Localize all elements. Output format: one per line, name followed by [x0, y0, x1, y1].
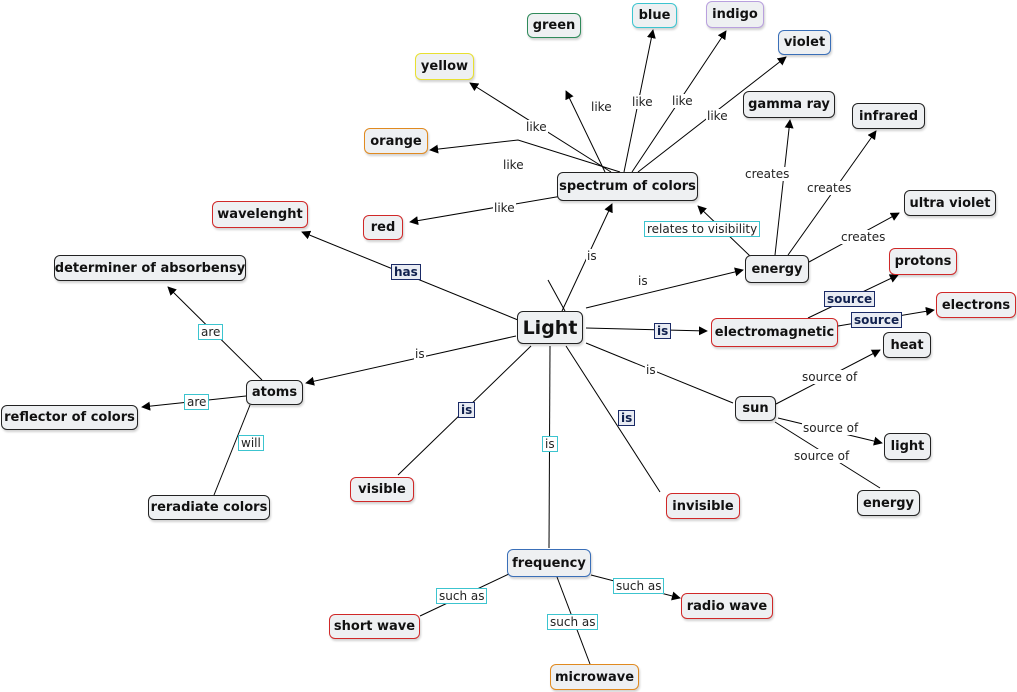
link-label-creates: creates [840, 230, 887, 244]
node-red[interactable]: red [363, 215, 403, 240]
node-electromagnetic[interactable]: electromagnetic [711, 318, 838, 347]
link-label-is: is [654, 323, 672, 339]
node-atoms[interactable]: atoms [246, 380, 303, 405]
node-energy2[interactable]: energy [857, 490, 920, 516]
link-label-is: is [586, 249, 598, 263]
node-visible[interactable]: visible [350, 477, 414, 502]
edge-2 [429, 139, 621, 173]
link-label-like: like [631, 95, 654, 109]
link-label-is: is [618, 410, 636, 426]
link-label-has: has [391, 264, 421, 280]
node-wavelenght[interactable]: wavelenght [212, 201, 308, 228]
link-label-such-as: such as [613, 578, 665, 594]
link-label-like: like [706, 109, 729, 123]
node-light2[interactable]: light [884, 433, 931, 460]
node-spectrum[interactable]: spectrum of colors [557, 172, 698, 201]
link-label-such-as: such as [436, 588, 488, 604]
link-label-are: are [184, 394, 210, 410]
node-shortwave[interactable]: short wave [329, 614, 420, 639]
node-green[interactable]: green [527, 13, 581, 38]
node-frequency[interactable]: frequency [507, 549, 591, 577]
link-label-are: are [198, 324, 224, 340]
node-electrons[interactable]: electrons [936, 292, 1016, 318]
node-yellow[interactable]: yellow [415, 53, 474, 80]
node-sun[interactable]: sun [735, 396, 776, 421]
node-gammaray[interactable]: gamma ray [743, 91, 835, 118]
node-reflector[interactable]: reflector of colors [1, 405, 138, 430]
node-energy[interactable]: energy [745, 255, 809, 283]
node-protons[interactable]: protons [889, 248, 957, 275]
edge-11 [585, 326, 708, 336]
link-label-like: like [525, 120, 548, 134]
edge-16 [565, 345, 661, 493]
node-determiner[interactable]: determiner of absorbensy [54, 255, 246, 281]
link-label-is: is [637, 274, 649, 288]
link-label-like: like [671, 94, 694, 108]
edge-0 [565, 90, 606, 173]
edge-21 [774, 119, 794, 256]
link-label-like: like [493, 201, 516, 215]
node-orange[interactable]: orange [364, 128, 428, 154]
edge-19 [213, 404, 251, 496]
node-violet[interactable]: violet [778, 30, 831, 55]
link-label-creates: creates [806, 181, 853, 195]
link-label-is: is [458, 402, 476, 418]
link-label-is: is [414, 347, 426, 361]
node-indigo[interactable]: indigo [706, 1, 764, 28]
link-label-source-of: source of [802, 421, 860, 435]
link-label-like: like [502, 158, 525, 172]
edge-9 [547, 279, 566, 312]
node-microwave[interactable]: microwave [550, 664, 639, 690]
link-label-source-of: source of [793, 449, 851, 463]
node-reradiate[interactable]: reradiate colors [148, 495, 270, 520]
node-ultraviolet[interactable]: ultra violet [904, 190, 996, 216]
link-label-creates: creates [744, 167, 791, 181]
edge-3 [409, 195, 563, 226]
link-label-source: source [824, 291, 876, 307]
node-invisible[interactable]: invisible [666, 493, 740, 519]
link-label-such-as: such as [547, 614, 599, 630]
link-label-source: source [851, 312, 903, 328]
node-heat[interactable]: heat [883, 332, 931, 358]
link-label-relates-to-visibility: relates to visibility [644, 221, 761, 237]
node-radiowave[interactable]: radio wave [681, 593, 773, 619]
link-label-source-of: source of [801, 370, 859, 384]
link-label-like: like [590, 100, 613, 114]
link-label-will: will [238, 435, 264, 451]
node-infrared[interactable]: infrared [852, 103, 925, 129]
link-label-is: is [645, 363, 657, 377]
node-blue[interactable]: blue [632, 3, 677, 28]
edge-13 [305, 335, 517, 386]
edge-12 [585, 342, 734, 404]
node-light[interactable]: Light [517, 311, 583, 344]
edge-10 [585, 267, 744, 309]
link-label-is: is [542, 436, 558, 452]
